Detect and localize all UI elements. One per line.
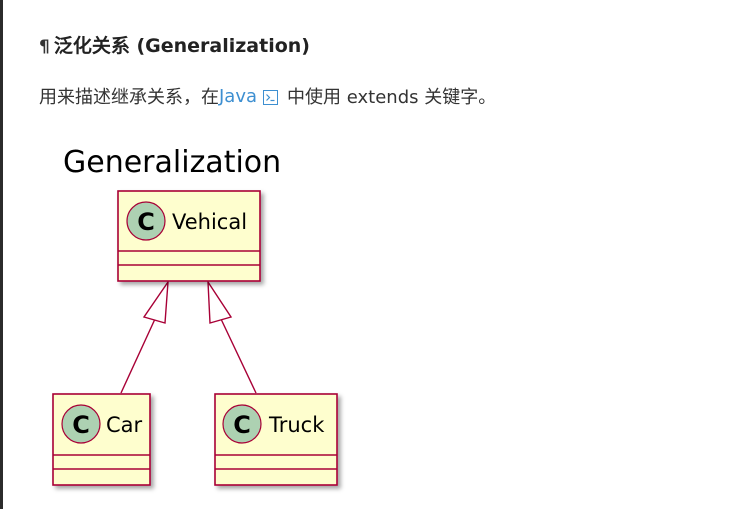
generalization-edge-truck — [207, 279, 257, 394]
pilcrow-anchor-icon[interactable]: ¶ — [39, 37, 50, 57]
class-stereotype-icon — [222, 404, 262, 444]
generalization-edge-car — [120, 279, 169, 394]
paragraph-text-before: 用来描述继承关系，在 — [39, 87, 219, 108]
class-box-vehical[interactable]: C Vehical — [117, 190, 261, 282]
class-marker-letter: C — [233, 411, 251, 439]
class-marker-letter: C — [72, 411, 90, 439]
class-stereotype-icon — [61, 404, 101, 444]
description-paragraph: 用来描述继承关系，在 Java 中使用 extends 关键字。 — [39, 83, 496, 109]
left-border — [0, 0, 3, 509]
section-title: 泛化关系 (Generalization) — [53, 35, 310, 57]
class-stereotype-icon — [126, 201, 166, 241]
paragraph-text-after: 中使用 extends 关键字。 — [287, 87, 497, 108]
class-name-truck: Truck — [268, 413, 325, 437]
java-link[interactable]: Java — [219, 85, 258, 107]
section-heading: ¶泛化关系 (Generalization) — [39, 31, 310, 58]
class-marker-letter: C — [137, 208, 155, 236]
class-box-car[interactable]: C Car — [52, 393, 151, 486]
diagram-title: Generalization — [63, 145, 281, 180]
external-link-icon[interactable] — [263, 89, 279, 105]
class-box-truck[interactable]: C Truck — [214, 393, 338, 486]
class-name-car: Car — [106, 413, 143, 437]
class-name-vehical: Vehical — [172, 210, 247, 234]
